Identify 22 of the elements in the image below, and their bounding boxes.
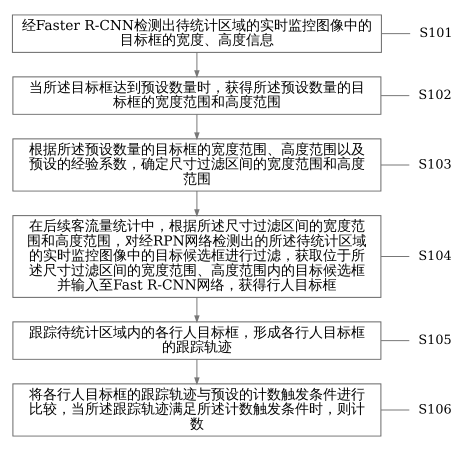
connector: [381, 33, 411, 34]
connector: [380, 256, 410, 257]
node-text: S105: [418, 332, 452, 348]
arrow: [194, 190, 200, 218]
node-text: S104: [418, 248, 452, 264]
node-text: S103: [418, 157, 452, 172]
connector: [380, 95, 410, 96]
node-text: S101: [419, 26, 453, 41]
arrow: [194, 297, 200, 324]
node-box: 当所述目标框达到预设数量时，获得所述预设数量的目标框的宽度范围和高度范围: [12, 76, 382, 115]
arrow: [194, 359, 200, 386]
node-box: 经Faster R-CNN检测出待统计区域的实时监控图像中的目标框的宽度、高度信息: [12, 14, 382, 53]
arrow: [194, 114, 200, 140]
node-box: 将各行人目标框的跟踪轨迹与预设的计数触发条件进行比较，当所述跟踪轨迹满足所述计数触发条件时，则计数: [12, 383, 382, 437]
connector: [380, 164, 410, 166]
node-box: 在后续客流量统计中，根据所述尺寸过滤区间的宽度范围和高度范围，对经RPN网络检测出的所述待统计区域的实时监控图像中的目标候选框进行过滤，获取位于所述尺寸过滤区间的宽度范围、高度范围内的目标候选框并输入至Fast R-CNN网络，获得行人目标框: [12, 215, 382, 298]
node-box: 跟踪待统计区域内的各行人目标框，形成各行人目标框的跟踪轨迹: [12, 321, 382, 360]
connector: [380, 340, 410, 342]
arrow: [194, 52, 200, 78]
node-box: 根据所述预设数量的目标框的宽度范围、高度范围以及预设的经验系数，确定尺寸过滤区间的宽度范围和高度范围: [12, 138, 382, 192]
node-text: S102: [418, 88, 452, 103]
node-text: S106: [418, 402, 452, 418]
